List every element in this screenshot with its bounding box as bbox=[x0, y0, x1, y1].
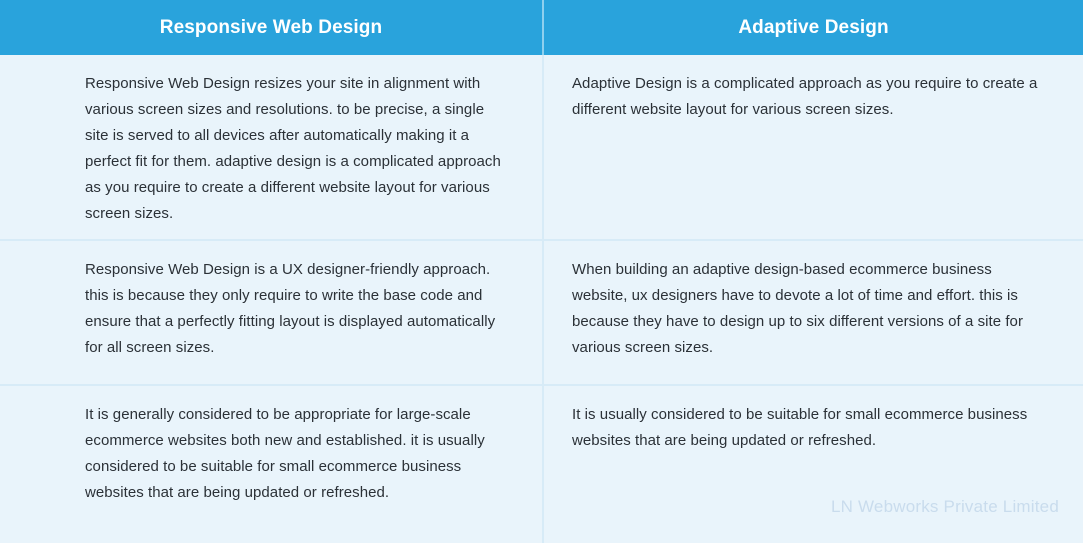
table-cell-adaptive-3: It is usually considered to be suitable … bbox=[542, 386, 1083, 543]
cell-paragraph: It is generally considered to be appropr… bbox=[85, 406, 485, 501]
cell-paragraph: Responsive Web Design is a UX designer-f… bbox=[85, 261, 496, 356]
cell-paragraph: When building an adaptive design-based e… bbox=[572, 261, 1023, 356]
table-body: Responsive Web Design resizes your site … bbox=[0, 55, 1083, 543]
table-cell-adaptive-2: When building an adaptive design-based e… bbox=[542, 241, 1083, 384]
table-header-cell-adaptive: Adaptive Design bbox=[542, 0, 1083, 55]
table-cell-responsive-1: Responsive Web Design resizes your site … bbox=[0, 55, 542, 239]
table-row: It is generally considered to be appropr… bbox=[0, 384, 1083, 543]
table-row: Responsive Web Design resizes your site … bbox=[0, 55, 1083, 239]
column-title-responsive-web-design: Responsive Web Design bbox=[159, 17, 383, 38]
watermark-label: LN Webworks Private Limited bbox=[830, 497, 1059, 516]
table-cell-responsive-2: Responsive Web Design is a UX designer-f… bbox=[0, 241, 542, 384]
column-title-adaptive-design: Adaptive Design bbox=[738, 17, 889, 38]
table-header-cell-responsive: Responsive Web Design bbox=[0, 0, 542, 55]
cell-paragraph: Adaptive Design is a complicated approac… bbox=[572, 75, 1038, 118]
table-cell-responsive-3: It is generally considered to be appropr… bbox=[0, 386, 542, 543]
cell-paragraph: It is usually considered to be suitable … bbox=[572, 406, 1028, 449]
table-header-row: Responsive Web Design Adaptive Design bbox=[0, 0, 1083, 55]
cell-paragraph: Responsive Web Design resizes your site … bbox=[85, 75, 501, 222]
table-row: Responsive Web Design is a UX designer-f… bbox=[0, 239, 1083, 384]
table-cell-adaptive-1: Adaptive Design is a complicated approac… bbox=[542, 55, 1083, 239]
